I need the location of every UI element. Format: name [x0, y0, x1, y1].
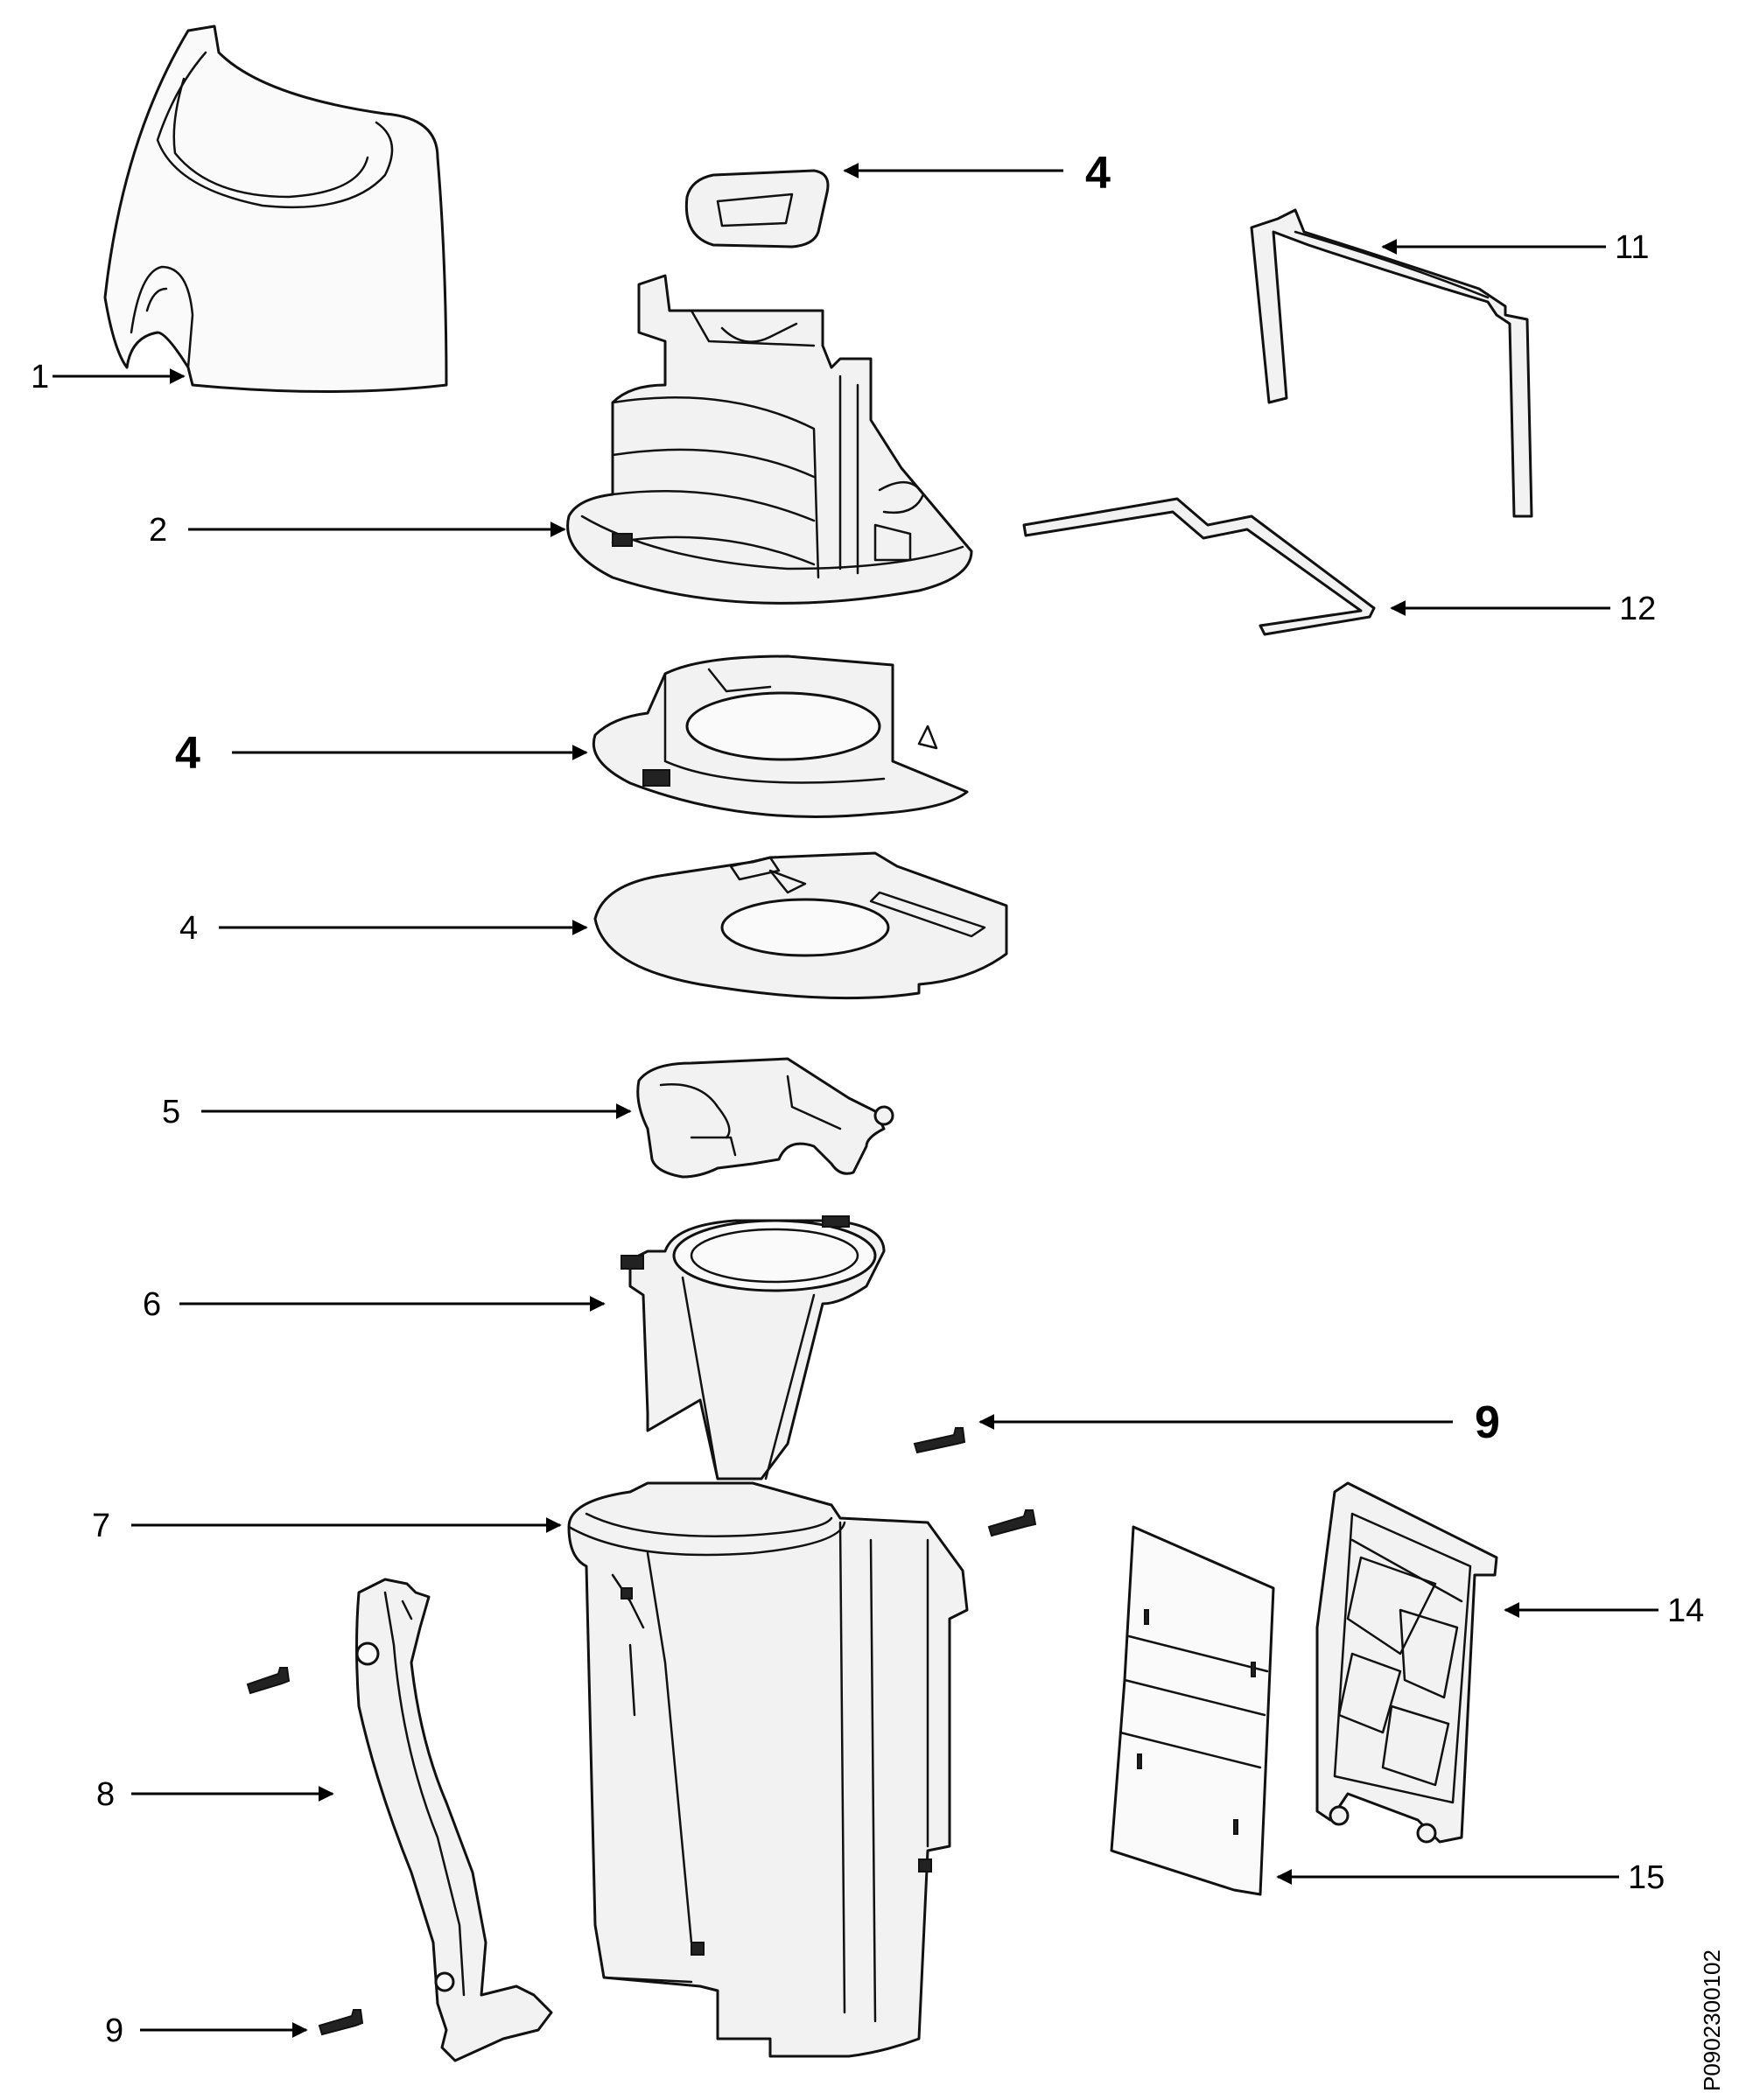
screw-near-7	[987, 1509, 1037, 1537]
part-5-filter-holder	[636, 1057, 894, 1179]
part-4-spreader	[592, 654, 969, 818]
part-14-grid-frame	[1315, 1481, 1498, 1844]
callout-14: 14	[1667, 1592, 1704, 1629]
part-1-top-cover	[103, 24, 448, 393]
callout-2: 2	[149, 512, 167, 549]
leader-lines	[53, 163, 1658, 2038]
callout-12: 12	[1619, 591, 1656, 627]
callout-4-mid: 4	[175, 728, 200, 779]
screw-9-lower	[318, 2009, 364, 2036]
callout-8: 8	[96, 1776, 115, 1813]
part-15-panel	[1110, 1525, 1275, 1896]
part-7-base-body	[567, 1481, 969, 2058]
part-2-housing	[566, 274, 973, 605]
callout-11: 11	[1615, 229, 1649, 266]
part-4-flat-plate	[593, 851, 1008, 1000]
callout-6: 6	[143, 1286, 161, 1323]
callout-15: 15	[1628, 1859, 1665, 1896]
callout-7: 7	[92, 1508, 110, 1544]
callout-9-bottom: 9	[105, 2012, 123, 2049]
screw-near-8	[246, 1667, 291, 1695]
callout-1: 1	[31, 359, 49, 396]
callout-9-right: 9	[1475, 1397, 1500, 1448]
callout-5: 5	[162, 1094, 180, 1130]
part-8-lever	[355, 1578, 553, 2062]
screw-9-upper	[913, 1427, 966, 1454]
part-12-wire	[1022, 497, 1376, 636]
callout-4-low: 4	[179, 910, 198, 947]
part-4-square-gasket	[684, 169, 830, 248]
callout-4-top: 4	[1085, 148, 1111, 199]
part-11-bracket	[1250, 208, 1533, 518]
reference-code: P0902300102	[1699, 1950, 1725, 2091]
part-6-filter-cone	[621, 1215, 886, 1480]
